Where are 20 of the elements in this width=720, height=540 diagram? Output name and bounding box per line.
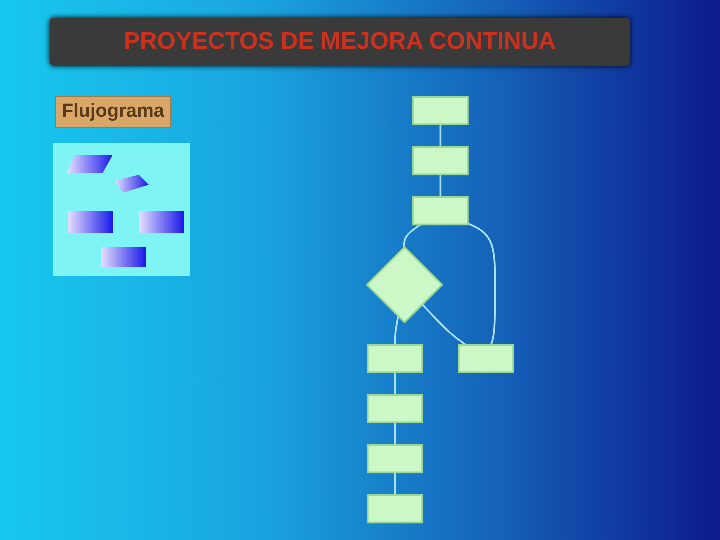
node-box [458, 344, 514, 374]
node-box [366, 444, 424, 474]
connector [467, 222, 496, 346]
node-box [366, 344, 424, 374]
connector [394, 472, 396, 496]
node-box [366, 394, 424, 424]
node-box [412, 96, 469, 126]
connector [394, 372, 396, 396]
connector [394, 422, 396, 446]
connector [439, 124, 442, 148]
connector [439, 174, 442, 198]
connector [403, 224, 421, 248]
node-box [366, 494, 424, 524]
node-diamond [366, 246, 444, 324]
connector [421, 304, 466, 346]
connector [394, 316, 399, 346]
title-banner: PROYECTOS DE MEJORA CONTINUA [50, 18, 630, 66]
node-box [412, 146, 469, 176]
section-label: Flujograma [55, 96, 172, 128]
node-box [412, 196, 469, 226]
